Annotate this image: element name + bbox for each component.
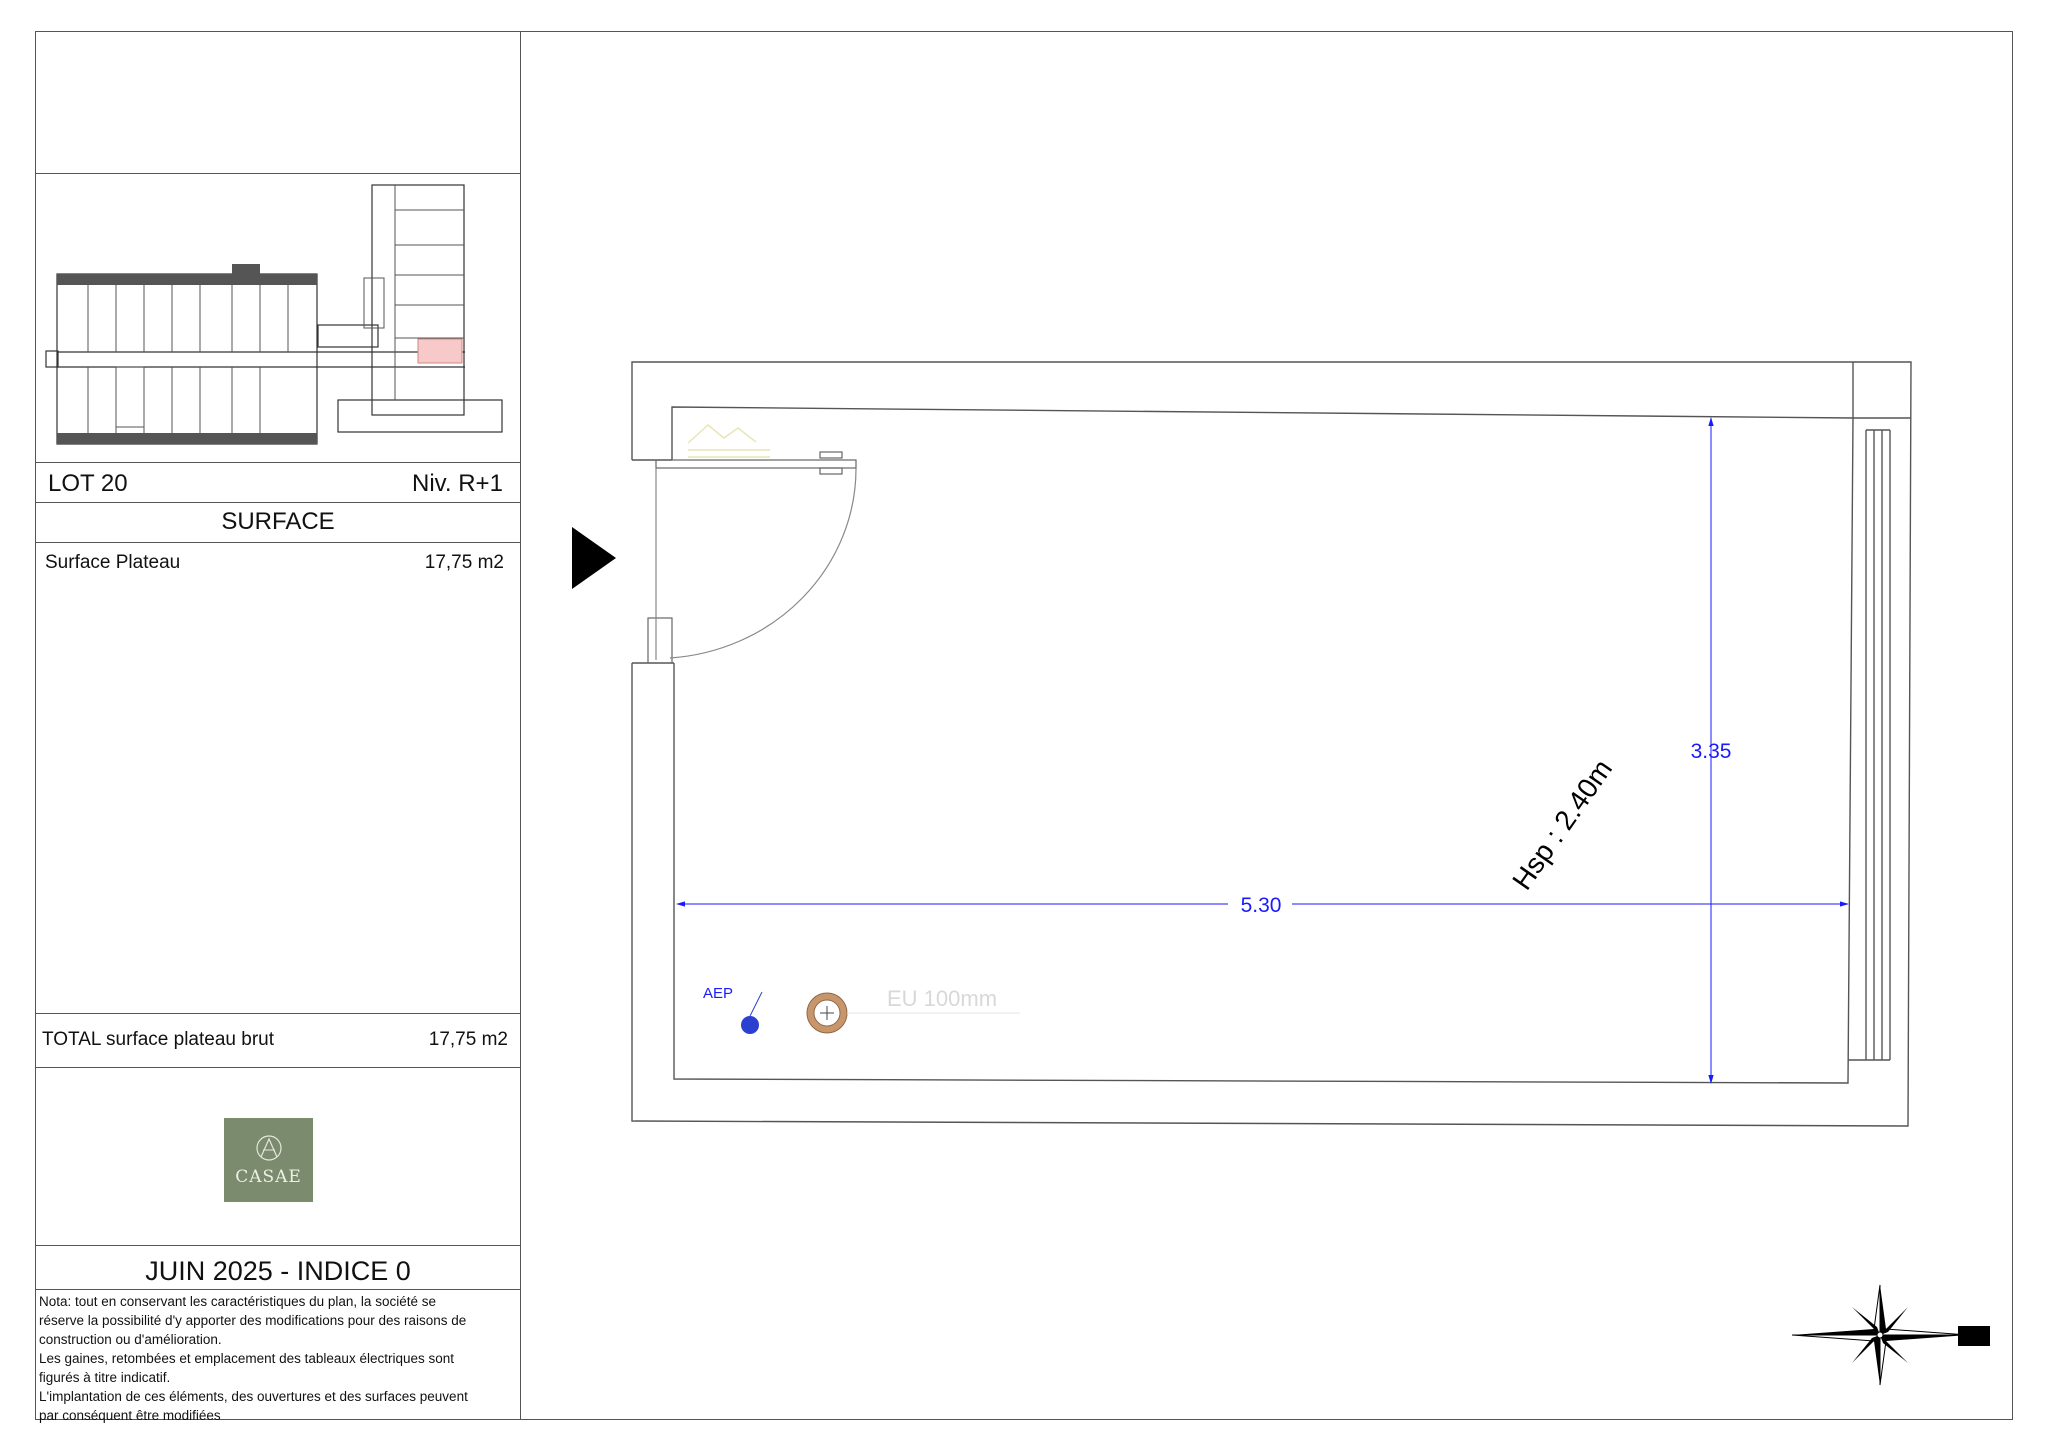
- date-index: JUIN 2025 - INDICE 0: [145, 1256, 411, 1286]
- separator-key-plan-top: [35, 173, 521, 174]
- key-plan: [45, 184, 503, 445]
- logo-emblem-icon: [255, 1135, 282, 1161]
- separator-key-plan-bottom: [35, 462, 521, 463]
- lot-highlight: [417, 338, 463, 364]
- entrance-arrow-icon: [572, 527, 616, 589]
- aep-water-point: [741, 1016, 759, 1034]
- entrance-door: [647, 451, 857, 664]
- electrical-panel-symbol: [687, 424, 770, 458]
- scale-bar-icon: [1958, 1326, 1990, 1346]
- ceiling-height-label: Hsp : 2.40m: [1506, 754, 1618, 895]
- dimension-width-label: 5.30: [1241, 894, 1282, 917]
- separator-date-row: [35, 1289, 521, 1290]
- sheet-border: [35, 31, 2013, 1420]
- separator-logo-bottom: [35, 1245, 521, 1246]
- surface-header: SURFACE: [221, 508, 335, 535]
- eu-drain-symbol: [806, 992, 1020, 1034]
- total-label: TOTAL surface plateau brut: [42, 1029, 274, 1050]
- logo-wordmark: CASAE: [235, 1167, 302, 1187]
- eu-label: EU 100mm: [887, 986, 997, 1011]
- disclaimer-note: Nota: tout en conservant les caractérist…: [39, 1294, 468, 1423]
- level-label: Niv. R+1: [412, 470, 503, 497]
- compass-rose-icon: [1791, 1284, 1969, 1386]
- total-value: 17,75 m2: [428, 1029, 508, 1050]
- separator-surface-header: [35, 542, 521, 543]
- separator-total-top: [35, 1013, 521, 1014]
- walls: [631, 361, 1912, 1127]
- company-logo: CASAE: [224, 1118, 313, 1202]
- aep-label: AEP: [703, 985, 733, 1002]
- separator-total-bottom: [35, 1067, 521, 1068]
- dimension-depth-label: 3.35: [1691, 740, 1732, 763]
- floor-plan: 3.35 5.30 Hsp : 2.40m AEP EU 100mm: [631, 361, 1912, 1127]
- surface-row-label: Surface Plateau: [45, 552, 181, 573]
- lot-number: LOT 20: [48, 470, 128, 497]
- separator-lot-row: [35, 502, 521, 503]
- dimension-lines: [676, 417, 1849, 1084]
- surface-row-value: 17,75 m2: [424, 552, 504, 573]
- title-block-panel: [35, 31, 521, 1420]
